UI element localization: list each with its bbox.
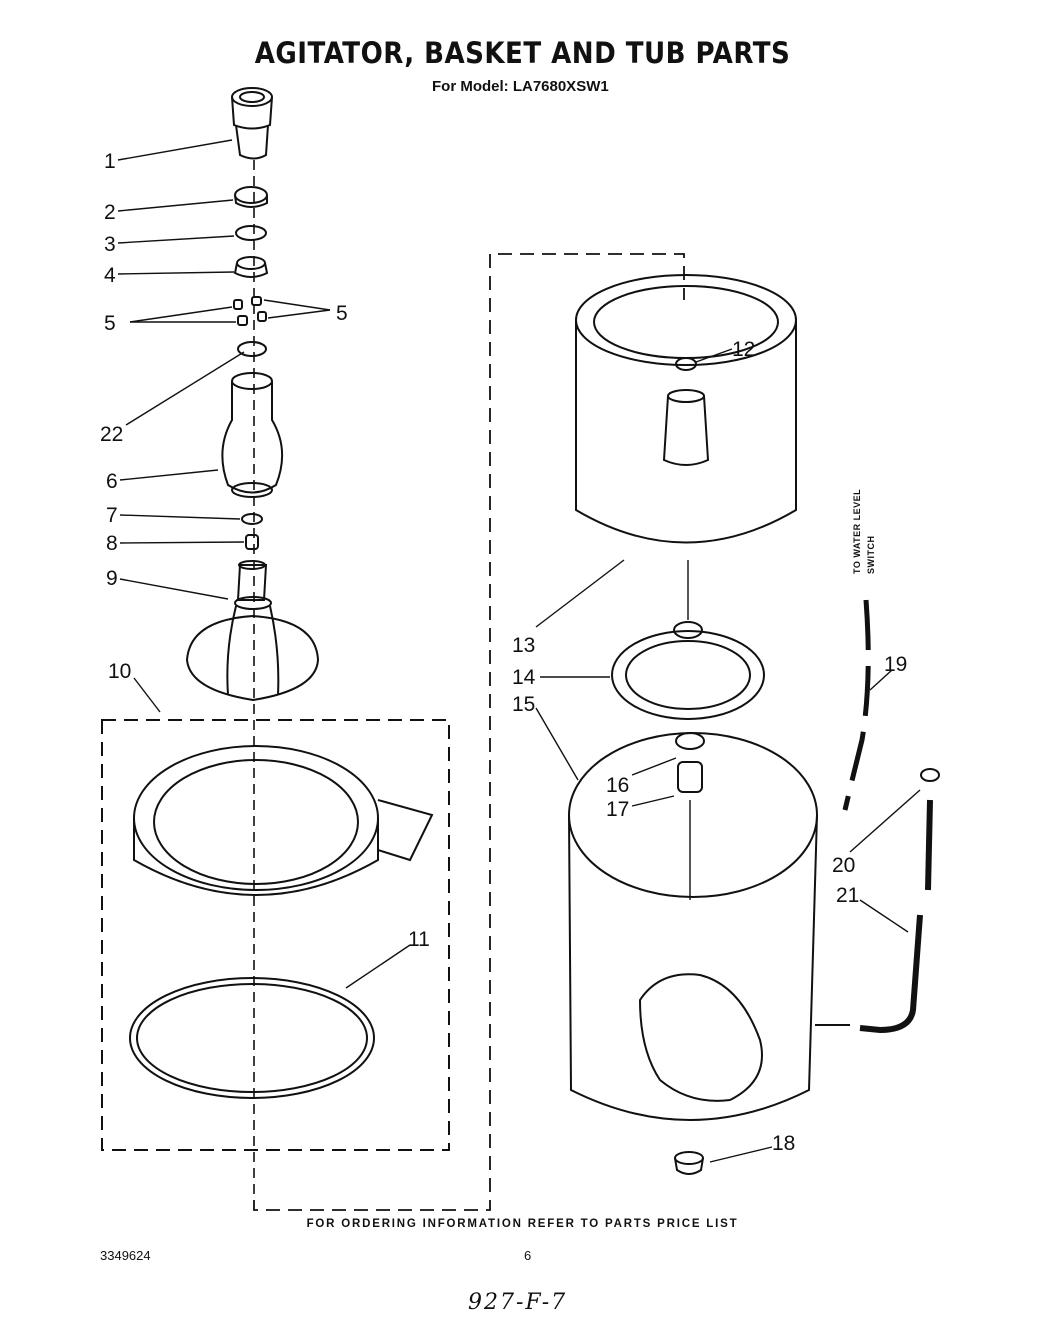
callout-9: 9 bbox=[106, 567, 118, 590]
ordering-note: FOR ORDERING INFORMATION REFER TO PARTS … bbox=[306, 1218, 739, 1230]
leader-5a bbox=[129, 306, 233, 323]
callout-15: 15 bbox=[512, 693, 535, 716]
callout-6: 6 bbox=[106, 470, 118, 493]
leader-18 bbox=[709, 1146, 773, 1163]
part-2-cam bbox=[234, 186, 268, 208]
part-9-agitator-base bbox=[185, 560, 320, 702]
leader-22 bbox=[125, 351, 245, 426]
callout-1: 1 bbox=[104, 150, 116, 173]
part-11-seal bbox=[129, 977, 375, 1099]
callout-7: 7 bbox=[106, 504, 118, 527]
part-6-agitator-barrel bbox=[221, 372, 284, 498]
callout-5-left: 5 bbox=[104, 312, 116, 335]
part-4-drive-block bbox=[233, 256, 269, 278]
leader-10 bbox=[133, 677, 161, 713]
leader-7 bbox=[119, 514, 241, 520]
leader-5c bbox=[263, 299, 331, 311]
leader-5d bbox=[267, 309, 331, 319]
callout-12: 12 bbox=[732, 338, 755, 361]
part-18-nut bbox=[674, 1151, 704, 1175]
callout-22: 22 bbox=[100, 423, 123, 446]
callout-5-right: 5 bbox=[336, 302, 348, 325]
leader-1 bbox=[117, 139, 233, 161]
connector-line bbox=[253, 253, 685, 1211]
callout-14: 14 bbox=[512, 666, 536, 689]
callout-4: 4 bbox=[104, 264, 116, 287]
leader-19 bbox=[869, 669, 893, 691]
leader-8 bbox=[119, 541, 245, 544]
leader-21 bbox=[859, 899, 909, 933]
callout-3: 3 bbox=[104, 233, 116, 256]
callout-11: 11 bbox=[408, 928, 430, 951]
part-7-washer bbox=[241, 513, 263, 525]
callout-2: 2 bbox=[104, 201, 116, 224]
part-8-bolt bbox=[245, 534, 259, 550]
leader-15 bbox=[535, 707, 579, 781]
part-10-tub-ring bbox=[133, 745, 434, 896]
leader-2 bbox=[117, 199, 234, 212]
model-line: For Model: LA7680XSW1 bbox=[432, 78, 609, 95]
part-14-plate bbox=[611, 621, 765, 720]
leader-13 bbox=[535, 559, 625, 628]
page-title: AGITATOR, BASKET AND TUB PARTS bbox=[254, 36, 791, 70]
part-5-dogs bbox=[233, 296, 267, 326]
part-22-retainer bbox=[237, 341, 267, 357]
leader-12 bbox=[695, 348, 733, 363]
page-number: 6 bbox=[524, 1248, 532, 1263]
part-3-ring bbox=[235, 225, 267, 241]
part-1-agitator-cap bbox=[231, 87, 273, 160]
leader-6 bbox=[119, 469, 219, 481]
leader-9 bbox=[119, 578, 229, 600]
leader-20 bbox=[849, 789, 921, 853]
callout-17: 17 bbox=[606, 798, 629, 821]
leader-3 bbox=[117, 235, 235, 244]
callout-13: 13 bbox=[512, 634, 535, 657]
leader-17 bbox=[631, 795, 675, 807]
leader-4 bbox=[117, 271, 235, 275]
callout-18: 18 bbox=[772, 1132, 795, 1155]
callout-21: 21 bbox=[836, 884, 859, 907]
part-20-clamp bbox=[920, 768, 940, 782]
part-12-nut bbox=[675, 357, 697, 371]
handwritten-note: 927-F-7 bbox=[468, 1290, 568, 1315]
callout-19: 19 bbox=[884, 653, 907, 676]
document-number: 3349624 bbox=[100, 1248, 151, 1263]
part-16-clip bbox=[675, 732, 705, 750]
part-10-group-box bbox=[101, 719, 450, 1151]
leader-16 bbox=[631, 757, 677, 776]
callout-8: 8 bbox=[106, 532, 118, 555]
part-21-hose bbox=[859, 799, 933, 1034]
leader-11 bbox=[345, 944, 411, 989]
callout-10: 10 bbox=[108, 660, 131, 683]
part-13-basket bbox=[575, 274, 797, 544]
callout-20: 20 bbox=[832, 854, 855, 877]
part-19-hose bbox=[842, 599, 871, 811]
part-17-seal bbox=[677, 761, 703, 793]
callout-16: 16 bbox=[606, 774, 629, 797]
